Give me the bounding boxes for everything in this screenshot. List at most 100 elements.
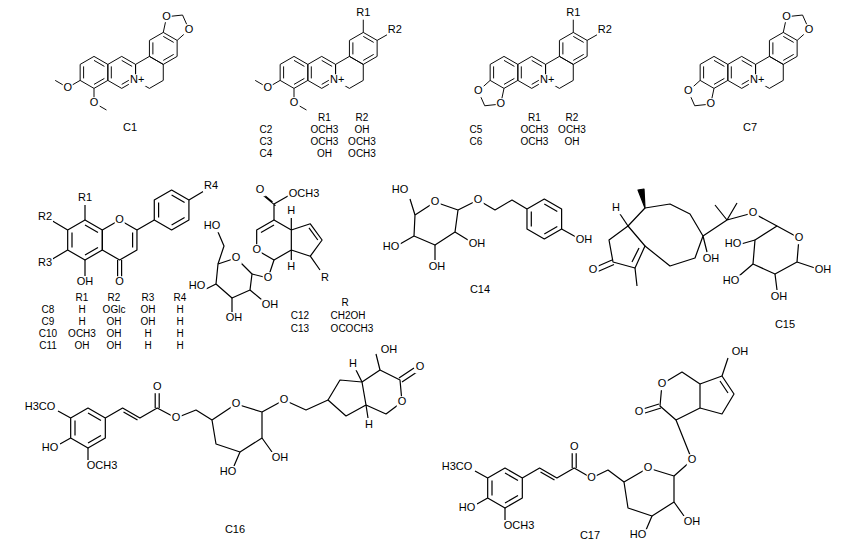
atom-label: O [114, 276, 125, 288]
iridoid-glycoside-structure-part [309, 228, 318, 240]
atom-label: OCH3 [86, 460, 119, 472]
salidroside-structure-part [458, 200, 527, 210]
sinapoyl-iridoid-structure-part [541, 472, 555, 480]
atom-label: N+ [539, 75, 555, 87]
atom-label: R1 [77, 192, 93, 204]
iridoid-glycoside-structure [204, 192, 322, 312]
compound-number: C16 [224, 524, 246, 536]
atom-label: HO [41, 442, 60, 454]
atom-label: OH [575, 234, 594, 246]
atom-label: O [804, 24, 815, 36]
atom-label: O [251, 244, 262, 256]
atom-label: O [397, 396, 408, 408]
berberine-structure [255, 20, 388, 110]
atom-label: O [705, 98, 716, 110]
table-cell: OCH3 [347, 137, 377, 148]
sesquiterpene-glycoside-structure-part [703, 203, 777, 252]
atom-label: OH [702, 253, 721, 265]
sinapoyl-iridoid-structure-part [234, 438, 272, 466]
atom-label: HO [203, 220, 222, 232]
atom-label: HO [188, 280, 207, 292]
table-cell: C5 [469, 125, 484, 136]
berberine-structure-part [80, 32, 177, 88]
atom-label: O [263, 272, 274, 284]
atom-label: O [289, 97, 300, 109]
atom-label: OH [731, 346, 750, 358]
berberine-structure [478, 20, 598, 106]
table-cell: R [340, 298, 349, 309]
atom-label: O [634, 406, 645, 418]
sinapoyl-iridoid-structure-part [488, 468, 523, 508]
atom-label: O [114, 214, 125, 226]
atom-label: HO [219, 466, 238, 478]
table-cell: C13 [290, 324, 310, 335]
atom-label: O [171, 412, 182, 424]
compound-number: C17 [579, 530, 601, 542]
atom-label: O [430, 196, 441, 208]
table-cell: R4 [173, 293, 188, 304]
table-cell: R2 [355, 113, 370, 124]
berberine-structure-part [255, 80, 306, 110]
atom-label: OH [380, 344, 399, 356]
table-cell: OH [106, 329, 123, 340]
atom-label: O [588, 264, 599, 276]
atom-label: H [611, 202, 621, 214]
table-cell: OH [354, 125, 371, 136]
atom-label: H3CO [441, 461, 474, 473]
table-cell: R2 [107, 293, 122, 304]
sesquiterpene-glycoside-structure-part [620, 214, 628, 226]
table-cell: H [175, 341, 184, 352]
compound-number: C15 [774, 319, 796, 331]
compound-number: C14 [469, 284, 491, 296]
atom-label: O [781, 11, 792, 23]
berberine-structure-part [55, 80, 106, 110]
sinapoyl-iridoid-structure-part [71, 408, 106, 448]
compound-number: C1 [122, 123, 138, 135]
iridoid-glycoside-structure-part [291, 224, 322, 256]
sesquiterpene-glycoside-structure-part [628, 204, 703, 266]
table-cell: OGlc [102, 305, 127, 316]
atom-label: O [161, 11, 172, 23]
atom-label: O [184, 24, 195, 36]
atom-label: R3 [37, 257, 53, 269]
table-cell: OCH3 [309, 125, 339, 136]
sesquiterpene-glycoside-structure-part [596, 260, 637, 286]
table-cell: OCH3 [519, 137, 549, 148]
iridoid-glycoside-structure-part [261, 225, 274, 233]
table-cell: R3 [141, 293, 156, 304]
berberine-structure-part [363, 20, 388, 41]
sinapoyl-iridoid-structure-part [155, 392, 159, 408]
iridoid-glycoside-structure-part [216, 258, 252, 298]
atom-label: H3CO [24, 401, 57, 413]
sinapoyl-iridoid-structure-part [674, 420, 692, 476]
table-cell: R1 [317, 113, 332, 124]
atom-label: R2 [597, 24, 613, 36]
flavone-structure-part [137, 191, 204, 230]
atom-label: N+ [129, 75, 145, 87]
sinapoyl-iridoid-structure-part [124, 412, 138, 420]
sinapoyl-iridoid-structure [58, 354, 417, 466]
atom-label: HO [722, 275, 741, 287]
atom-label: OCH3 [503, 520, 536, 532]
sinapoyl-iridoid-structure-part [58, 411, 88, 460]
atom-label: O [687, 454, 698, 466]
sinapoyl-iridoid-structure-part [700, 376, 734, 414]
berberine-structure [55, 15, 189, 110]
berberine-structure-part [280, 32, 377, 88]
atom-label: OCH3 [288, 188, 321, 200]
table-cell: OCOCH3 [330, 324, 375, 335]
table-cell: R1 [75, 293, 90, 304]
sesquiterpene-glycoside-structure-part [638, 189, 645, 208]
atom-label: O [748, 207, 759, 219]
table-cell: C9 [41, 317, 56, 328]
table-cell: H [175, 317, 184, 328]
compound-number: C7 [742, 123, 758, 135]
table-cell: OCH3 [557, 125, 587, 136]
atom-label: OH [814, 264, 833, 276]
atom-label: O [89, 97, 100, 109]
sinapoyl-iridoid-structure-part [262, 400, 328, 412]
atom-label: R2 [37, 211, 53, 223]
atom-label: O [473, 85, 484, 97]
atom-label: R4 [203, 180, 219, 192]
atom-label: H [364, 419, 374, 431]
